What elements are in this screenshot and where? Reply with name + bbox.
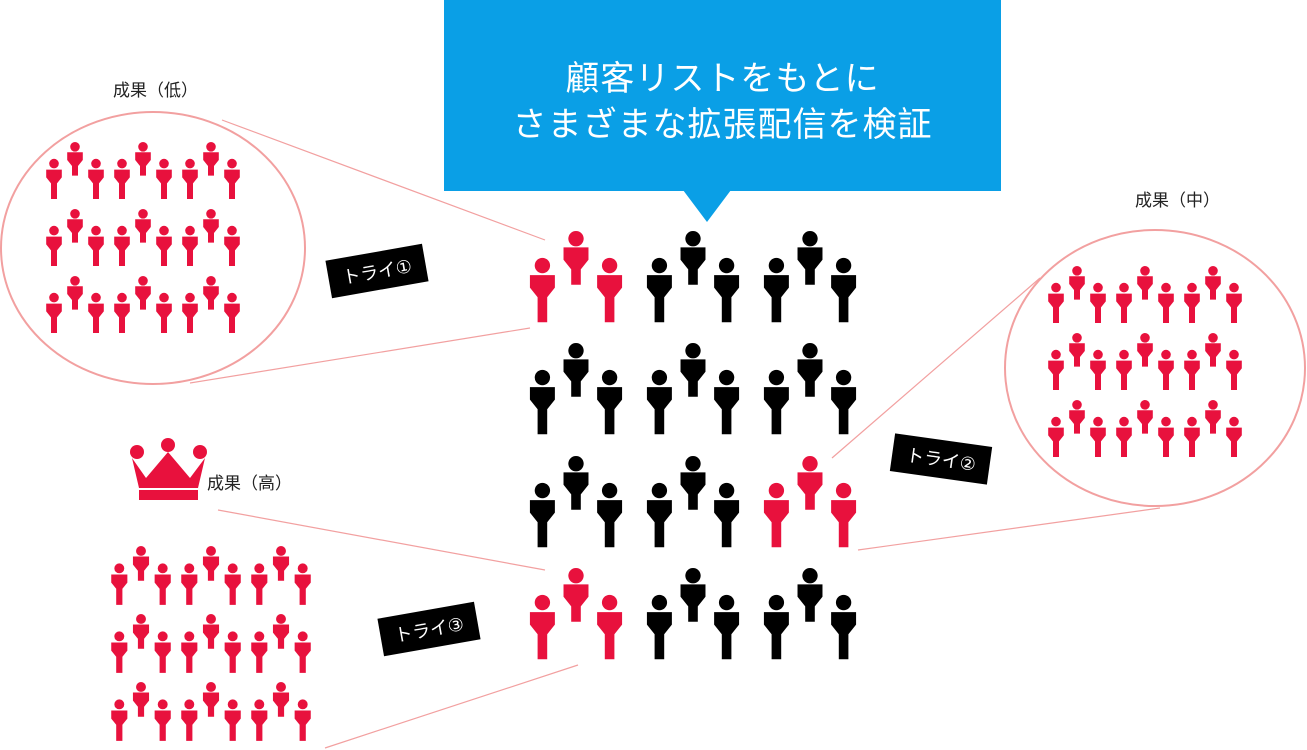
label-result-high: 成果（高） [207, 474, 292, 494]
people-group-icon-small [1116, 333, 1174, 390]
people-group-icon-small [46, 209, 104, 266]
connector-lines [189, 119, 1161, 749]
connector-mid-top [831, 277, 1041, 459]
people-group-icon [763, 568, 857, 660]
people-group-icon [763, 343, 857, 435]
people-group-icon-small [182, 276, 240, 333]
people-group-icon [646, 568, 740, 660]
cluster-high [111, 546, 311, 741]
callout-pointer [683, 190, 731, 222]
cluster-low [46, 142, 240, 333]
main-people-grid [529, 231, 857, 660]
callout-line-2: さまざまな拡張配信を検証 [512, 104, 933, 145]
circle-mid [1004, 229, 1306, 507]
circle-low [0, 111, 306, 385]
people-group-icon-small [251, 682, 311, 741]
people-group-icon-small [251, 546, 311, 605]
people-group-icon-small [1184, 400, 1242, 457]
people-group-icon [529, 456, 623, 548]
people-group-icon-small [46, 142, 104, 199]
people-group-icon-small [114, 209, 172, 266]
people-group-icon-small [1116, 266, 1174, 323]
people-group-icon [646, 343, 740, 435]
headline-callout: 顧客リストをもとに さまざまな拡張配信を検証 [444, 0, 1001, 191]
people-group-icon-small [1048, 400, 1106, 457]
connector-high-bottom [324, 664, 579, 749]
people-group-icon [529, 343, 623, 435]
people-group-icon-small [111, 682, 171, 741]
connector-low-top [221, 119, 546, 241]
connector-high-top [217, 509, 546, 571]
people-group-icon-small [182, 142, 240, 199]
people-group-icon-small [111, 546, 171, 605]
label-result-mid: 成果（中） [1135, 191, 1220, 211]
people-group-icon-small [1048, 266, 1106, 323]
people-group-icon [646, 231, 740, 323]
people-group-icon-small [181, 682, 241, 741]
cluster-mid [1048, 266, 1242, 457]
callout-line-1: 顧客リストをもとに [565, 58, 880, 99]
people-group-icon-small [182, 209, 240, 266]
people-group-icon [763, 231, 857, 323]
people-group-icon-small [251, 614, 311, 673]
people-group-icon-highlighted [529, 568, 623, 660]
crown-icon [130, 438, 207, 500]
people-group-icon-small [111, 614, 171, 673]
people-group-icon-small [46, 276, 104, 333]
people-group-icon-small [114, 276, 172, 333]
people-group-icon-highlighted [763, 456, 857, 548]
people-group-icon-small [181, 614, 241, 673]
connector-mid-bottom [857, 507, 1161, 551]
people-group-icon [646, 456, 740, 548]
people-group-icon-small [181, 546, 241, 605]
people-group-icon-small [114, 142, 172, 199]
people-group-icon-small [1184, 266, 1242, 323]
people-group-icon-highlighted [529, 231, 623, 323]
people-group-icon-small [1116, 400, 1174, 457]
people-group-icon-small [1184, 333, 1242, 390]
connector-low-bottom [189, 327, 531, 384]
label-result-low: 成果（低） [113, 81, 198, 101]
people-group-icon-small [1048, 333, 1106, 390]
